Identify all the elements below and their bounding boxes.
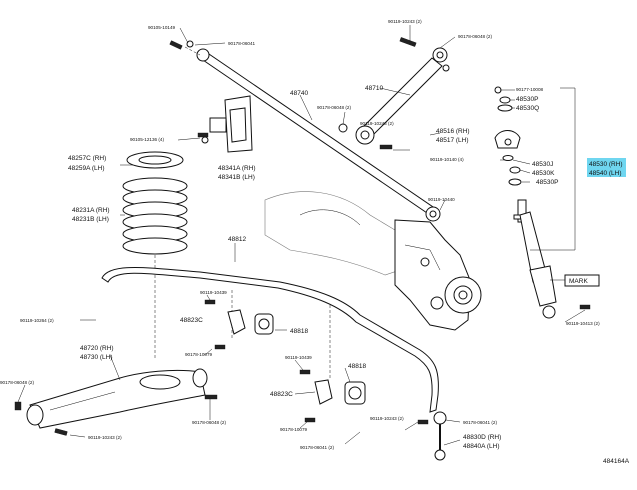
label-48818-b: 48818 bbox=[348, 363, 366, 370]
bolt-90105-10149 bbox=[169, 40, 194, 50]
lateral-link-48710 bbox=[338, 37, 450, 150]
axle-knuckle bbox=[394, 219, 482, 331]
label-90119-10440: 90119-10440 bbox=[428, 197, 455, 202]
label-48710: 48710 bbox=[365, 85, 383, 92]
label-90119-10243-low2: 90119-10243 (2) bbox=[370, 416, 404, 421]
label-90178-06041-right: 90178-06041 (2) bbox=[463, 420, 497, 425]
label-48341b: 48341B (LH) bbox=[218, 174, 255, 181]
upper-rod-48740 bbox=[184, 46, 441, 222]
label-90178-10079-a: 90178-10079 bbox=[185, 352, 213, 357]
label-90178-06048-low: 90178-06048 (2) bbox=[0, 380, 34, 385]
label-48812: 48812 bbox=[228, 236, 246, 243]
label-48341a: 48341A (RH) bbox=[218, 165, 256, 172]
label-48530p-a: 48530P bbox=[516, 96, 538, 103]
label-mark: MARK bbox=[569, 278, 588, 285]
label-90177-10008: 90177-10008 bbox=[516, 87, 544, 92]
coil-spring bbox=[122, 151, 188, 360]
label-90178-06041-top: 90178-06041 bbox=[228, 41, 256, 46]
bracket-48341 bbox=[197, 95, 253, 153]
label-48823c-a: 48823C bbox=[180, 317, 203, 324]
bushing-set-lower bbox=[299, 369, 366, 423]
label-48530j: 48530J bbox=[532, 161, 553, 168]
label-90178-06048-mid: 90178-06048 (2) bbox=[317, 105, 351, 110]
label-90105-10149: 90105-10149 bbox=[148, 25, 176, 30]
label-90119-10243-low: 90119-10243 (2) bbox=[88, 435, 122, 440]
label-48259a: 48259A (LH) bbox=[68, 165, 105, 172]
part-labels: 90105-10149 90178-06041 90119-10243 (2) … bbox=[0, 19, 630, 465]
label-48517: 48517 (LH) bbox=[436, 137, 469, 144]
label-90178-06048-top: 90178-06048 (2) bbox=[458, 34, 492, 39]
bushing-set-upper bbox=[204, 299, 274, 350]
label-48740: 48740 bbox=[290, 90, 308, 97]
label-48530k: 48530K bbox=[532, 170, 555, 177]
label-48530q: 48530Q bbox=[516, 105, 539, 112]
label-48818-a: 48818 bbox=[290, 328, 308, 335]
label-48231a: 48231A (RH) bbox=[72, 207, 110, 214]
label-48830d: 48830D (RH) bbox=[463, 434, 501, 441]
label-48231b: 48231B (LH) bbox=[72, 216, 109, 223]
label-90119-10439-b: 90119-10439 bbox=[285, 355, 312, 360]
label-90119-10264: 90119-10264 (2) bbox=[20, 318, 54, 323]
leader-lines bbox=[17, 25, 586, 446]
label-48530: 48530 (RH) bbox=[589, 161, 623, 168]
label-48540: 48540 (LH) bbox=[589, 170, 622, 177]
label-90119-10439-a: 90119-10439 bbox=[200, 290, 227, 295]
body-outline bbox=[264, 191, 401, 276]
stabilizer-link bbox=[417, 411, 447, 461]
label-90119-10243-top: 90119-10243 (2) bbox=[388, 19, 422, 24]
label-90178-06041-low: 90178-06041 (2) bbox=[300, 445, 334, 450]
label-90119-10140: 90119-10140 (4) bbox=[430, 157, 464, 162]
shock-absorber bbox=[513, 199, 591, 319]
label-48257c: 48257C (RH) bbox=[68, 155, 106, 162]
label-48823c-b: 48823C bbox=[270, 391, 293, 398]
label-48530p-b: 48530P bbox=[536, 179, 558, 186]
shock-mount-parts bbox=[494, 86, 576, 251]
mark-callout bbox=[550, 274, 600, 287]
label-90119-10413: 90119-10413 (2) bbox=[566, 321, 600, 326]
label-48516: 48516 (RH) bbox=[436, 128, 470, 135]
diagram-id: 484164A bbox=[603, 458, 630, 465]
label-90178-06048-low2: 90178-06048 (2) bbox=[192, 420, 226, 425]
label-90178-10079-b: 90178-10079 bbox=[280, 427, 308, 432]
label-48840a: 48840A (LH) bbox=[463, 443, 500, 450]
label-90119-10243-mid: 90119-10243 (2) bbox=[360, 121, 394, 126]
label-90105-12136: 90105-12136 (4) bbox=[130, 137, 164, 142]
label-48720: 48720 (RH) bbox=[80, 345, 114, 352]
lower-arm bbox=[14, 368, 218, 436]
label-48730: 48730 (LH) bbox=[80, 354, 113, 361]
highlight-shock-part bbox=[587, 158, 626, 177]
